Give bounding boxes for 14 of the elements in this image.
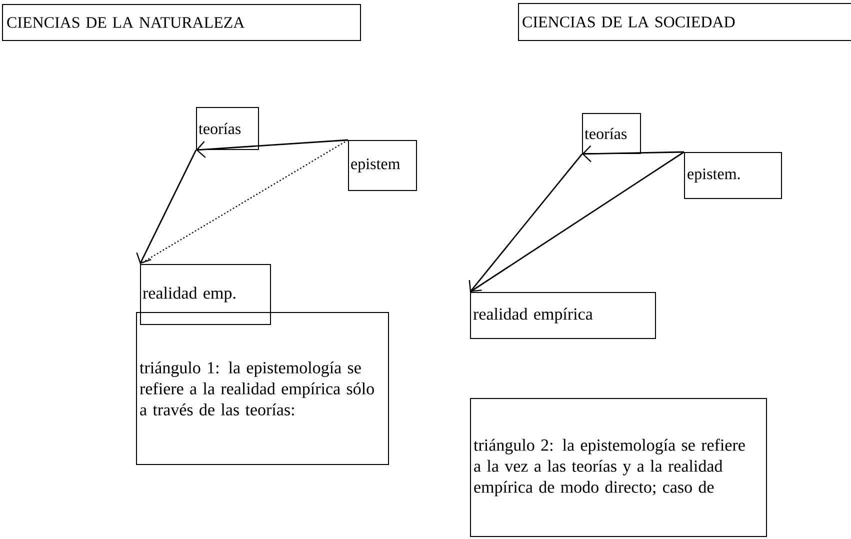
note-box: triángulo 2: la epistemología se refiere a la vez a las teorías y a la realidad empírica de modo directo; caso de [470, 398, 767, 537]
concept-box: teorías [582, 113, 641, 154]
concept-box: teorías [196, 107, 259, 150]
note-box: triángulo 1: la epistemología se refiere a la realidad empírica sólo a través de las teorías: [136, 312, 389, 465]
concept-box: realidad emp. [140, 264, 271, 325]
heading-box: CIENCIAS DE LA SOCIEDAD [518, 3, 851, 41]
arrow [468, 154, 583, 292]
concept-box: epistem. [684, 152, 782, 199]
heading-box: CIENCIAS DE LA NATURALEZA [2, 4, 361, 41]
arrow [582, 145, 684, 162]
arrow [136, 150, 197, 264]
arrow [196, 139, 348, 158]
concept-box: epistem [348, 140, 417, 191]
concept-box: realidad empírica [470, 292, 656, 339]
